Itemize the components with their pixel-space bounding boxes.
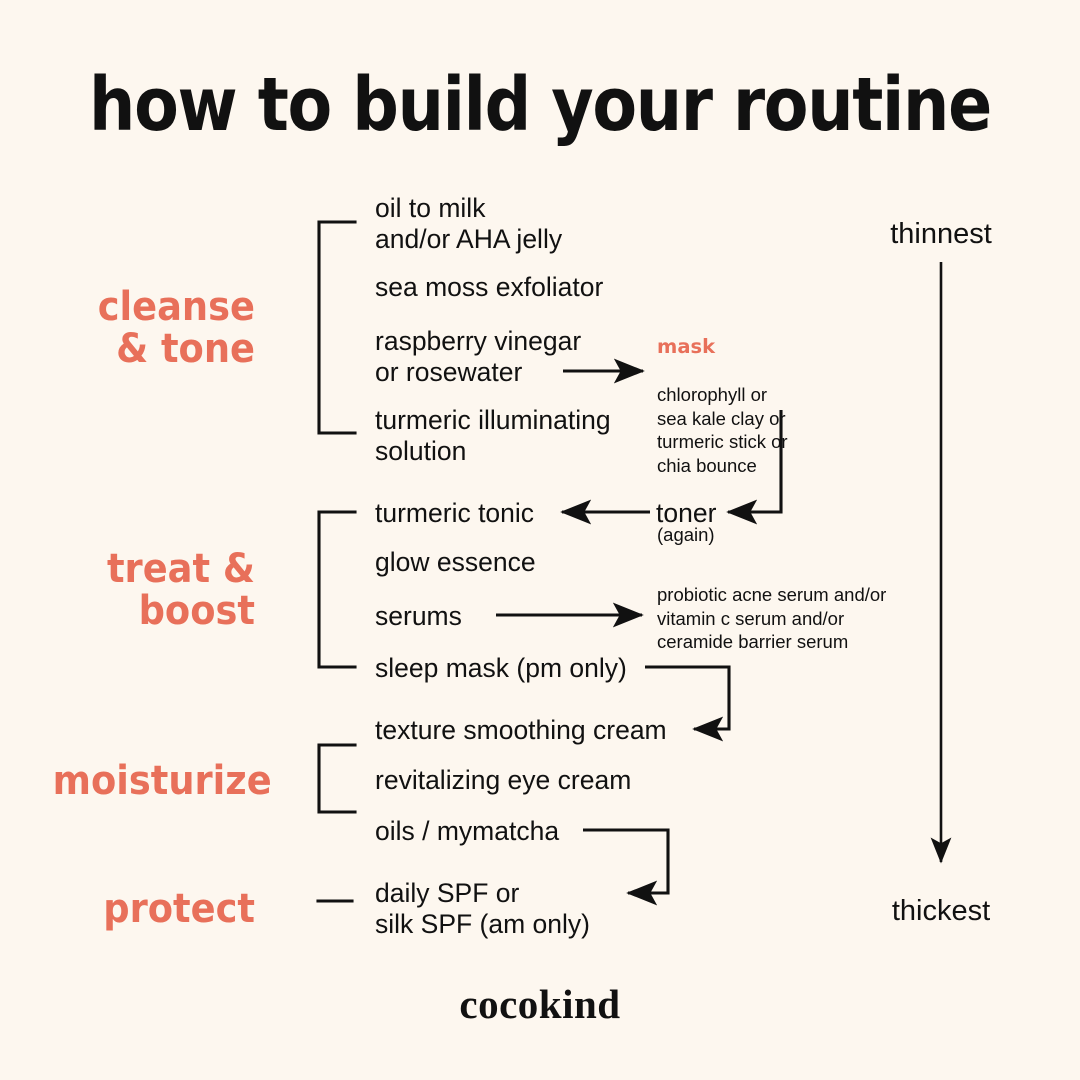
step-sea-moss-exfoliator: sea moss exfoliator: [375, 272, 604, 302]
step-oil-to-milk: oil to milk and/or AHA jelly: [375, 193, 563, 254]
step-turmeric-tonic: turmeric tonic: [375, 498, 535, 528]
step-texture-smoothing-cream: texture smoothing cream: [375, 715, 667, 745]
category-label-treat: treat & boost: [106, 546, 255, 634]
arrow-oils-to-spf: [583, 828, 670, 906]
bracket-moisturize: [317, 743, 357, 814]
category-label-protect: protect: [103, 886, 255, 932]
step-oils-mymatcha: oils / mymatcha: [375, 816, 560, 846]
axis-label-thickest: thickest: [891, 895, 991, 927]
step-revitalizing-eye-cream: revitalizing eye cream: [375, 765, 632, 795]
category-label-moisturize: moisturize: [52, 758, 272, 804]
category-label-cleanse: cleanse & tone: [97, 284, 256, 372]
step-glow-essence: glow essence: [375, 547, 536, 577]
step-sleep-mask: sleep mask (pm only): [375, 653, 627, 683]
branch-toner-label: toner: [656, 498, 717, 528]
brand-wordmark: cocokind: [459, 981, 621, 1027]
step-turmeric-illuminating: turmeric illuminating solution: [375, 405, 611, 466]
axis-label-thinnest: thinnest: [890, 218, 992, 250]
bracket-cleanse: [317, 220, 357, 435]
step-serums: serums: [375, 601, 462, 631]
branch-mask-options: chlorophyll or sea kale clay or turmeric…: [657, 384, 788, 476]
bracket-treat: [317, 510, 357, 669]
branch-toner-note: (again): [657, 524, 715, 545]
page-title: how to build your routine: [89, 62, 992, 148]
step-raspberry-vinegar: raspberry vinegar or rosewater: [375, 326, 582, 387]
step-spf: daily SPF or silk SPF (am only): [375, 878, 590, 939]
branch-serum-options: probiotic acne serum and/or vitamin c se…: [657, 584, 887, 652]
branch-mask-heading: mask: [657, 334, 716, 358]
branch-mask: mask chlorophyll or sea kale clay or tur…: [657, 310, 788, 477]
